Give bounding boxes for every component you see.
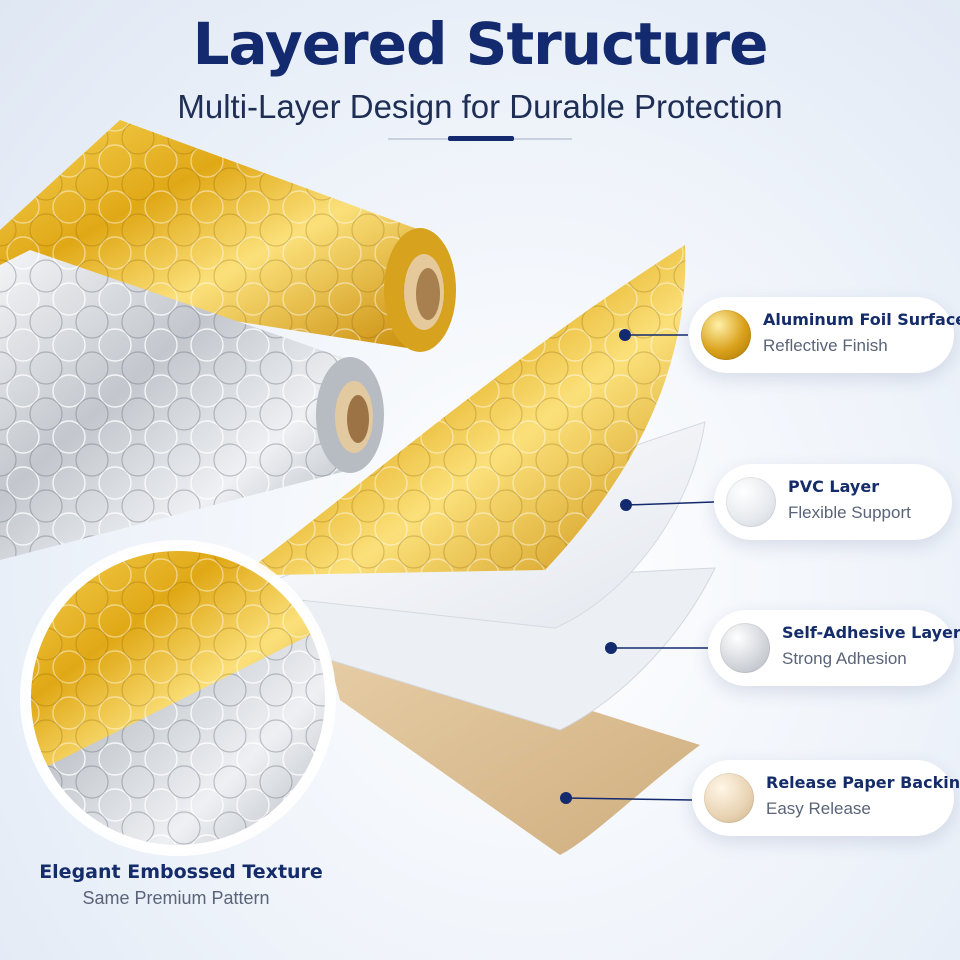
layer-subtitle: Flexible Support <box>788 503 911 522</box>
beige-swatch-icon <box>704 773 754 823</box>
texture-caption-subtitle: Same Premium Pattern <box>82 888 270 908</box>
layer-callout-pvc: PVC Layer Flexible Support <box>714 464 952 540</box>
texture-caption-title: Elegant Embossed Texture <box>39 861 323 883</box>
texture-loupe <box>20 540 336 856</box>
silver-roll <box>0 250 384 560</box>
white-swatch-icon <box>726 477 776 527</box>
layer-subtitle: Reflective Finish <box>763 336 888 355</box>
layer-subtitle: Strong Adhesion <box>782 649 907 668</box>
layer-subtitle: Easy Release <box>766 799 871 818</box>
layer-callout-self-adhesive: Self-Adhesive Layer Strong Adhesion <box>708 610 960 686</box>
layer-title: Self-Adhesive Layer <box>782 623 960 642</box>
layer-callout-release-paper: Release Paper Backing Easy Release <box>692 760 960 836</box>
layer-title: Aluminum Foil Surface <box>763 310 960 329</box>
aluminum-foil-sheet <box>255 245 686 575</box>
layer-title: PVC Layer <box>788 477 880 496</box>
silver-swatch-icon <box>720 623 770 673</box>
page-subtitle: Multi-Layer Design for Durable Protectio… <box>177 88 783 125</box>
page-title: Layered Structure <box>192 10 769 78</box>
layer-callout-aluminum-foil: Aluminum Foil Surface Reflective Finish <box>689 297 960 373</box>
layer-title: Release Paper Backing <box>766 773 960 792</box>
title-divider-accent <box>448 136 514 141</box>
gold-swatch-icon <box>701 310 751 360</box>
layer-connectors <box>560 329 715 804</box>
